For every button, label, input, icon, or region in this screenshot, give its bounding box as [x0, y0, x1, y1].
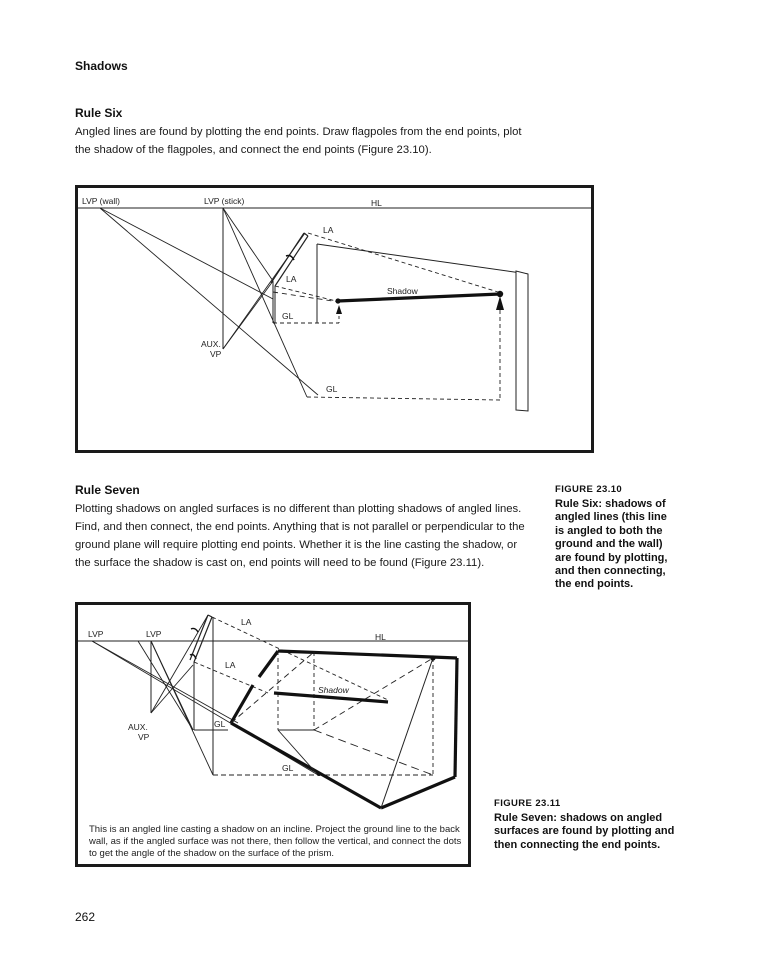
label-vp: VP: [210, 349, 222, 359]
figure-23-10-diagram: LVP (wall) LVP (stick) HL LA LA Shadow G…: [78, 196, 591, 412]
label-aux: AUX.: [128, 722, 148, 732]
label-shadow: Shadow: [318, 685, 350, 695]
running-head: Shadows: [75, 59, 128, 73]
shadow-line: [273, 691, 389, 704]
label-vp: VP: [138, 732, 150, 742]
label-la-top: LA: [241, 617, 252, 627]
caption-line: are found by plotting,: [555, 551, 668, 564]
label-hl: HL: [371, 198, 382, 208]
caption-line: angled lines (this line: [555, 511, 667, 524]
label-gl-bottom: GL: [326, 384, 338, 394]
figure-23-11-caption: Rule Seven: shadows on angled surfaces a…: [494, 812, 754, 852]
label-lvp-left: LVP: [88, 629, 104, 639]
caption-line: Rule Seven: shadows on angled: [494, 812, 663, 824]
label-la-mid: LA: [286, 274, 297, 284]
rule-seven-line-3: ground plane will require plotting end p…: [75, 539, 518, 551]
figure-23-10-caption: Rule Six: shadows of angled lines (this …: [555, 498, 755, 592]
rule-six-line-2: the shadow of the flagpoles, and connect…: [75, 144, 432, 156]
rule-seven-line-2: Find, and then connect, the end points. …: [75, 521, 525, 533]
label-hl: HL: [375, 632, 386, 642]
figure-23-11-label: FIGURE 23.11: [494, 798, 561, 809]
rule-seven-text: Plotting shadows on angled surfaces is n…: [75, 500, 550, 572]
shadow-line: [337, 292, 501, 303]
page-number: 262: [75, 910, 96, 924]
label-aux: AUX.: [201, 339, 221, 349]
label-shadow: Shadow: [387, 286, 419, 296]
note-line: to get the angle of the shadow on the su…: [89, 848, 335, 859]
note-line: This is an angled line casting a shadow …: [89, 824, 460, 835]
figure-23-11-diagram: LVP LVP HL LA LA Shadow GL GL AUX. VP: [78, 614, 468, 810]
label-lvp-right: LVP: [146, 629, 162, 639]
caption-line: then connecting the end points.: [494, 838, 661, 851]
rule-seven-line-1: Plotting shadows on angled surfaces is n…: [75, 503, 522, 515]
label-gl-bottom: GL: [282, 763, 294, 773]
figure-23-10-label: FIGURE 23.10: [555, 484, 623, 495]
caption-line: the end points.: [555, 578, 634, 591]
caption-line: is angled to both the: [555, 524, 663, 537]
label-gl-small: GL: [282, 311, 294, 321]
figure-23-11-note: This is an angled line casting a shadow …: [89, 824, 464, 860]
label-gl-small: GL: [214, 719, 226, 729]
figure-23-10: LVP (wall) LVP (stick) HL LA LA Shadow G…: [75, 185, 594, 453]
label-lvp-stick: LVP (stick): [204, 196, 244, 206]
caption-line: surfaces are found by plotting and: [494, 825, 675, 838]
rule-six-title: Rule Six: [75, 106, 123, 120]
rule-six-text: Angled lines are found by plotting the e…: [75, 123, 555, 159]
figure-23-11: LVP LVP HL LA LA Shadow GL GL AUX. VP Th…: [75, 602, 471, 867]
label-lvp-wall: LVP (wall): [82, 196, 120, 206]
caption-line: and then connecting,: [555, 565, 666, 578]
rule-seven-title: Rule Seven: [75, 483, 140, 497]
rule-seven-line-4: the surface the shadow is cast on, end p…: [75, 557, 485, 569]
label-la-top: LA: [323, 225, 334, 235]
caption-line: Rule Six: shadows of: [555, 498, 666, 510]
rule-six-line-1: Angled lines are found by plotting the e…: [75, 126, 522, 138]
note-line: wall, as if the angled surface was not t…: [89, 836, 462, 847]
caption-line: ground and the wall): [555, 538, 663, 551]
label-la-mid: LA: [225, 660, 236, 670]
